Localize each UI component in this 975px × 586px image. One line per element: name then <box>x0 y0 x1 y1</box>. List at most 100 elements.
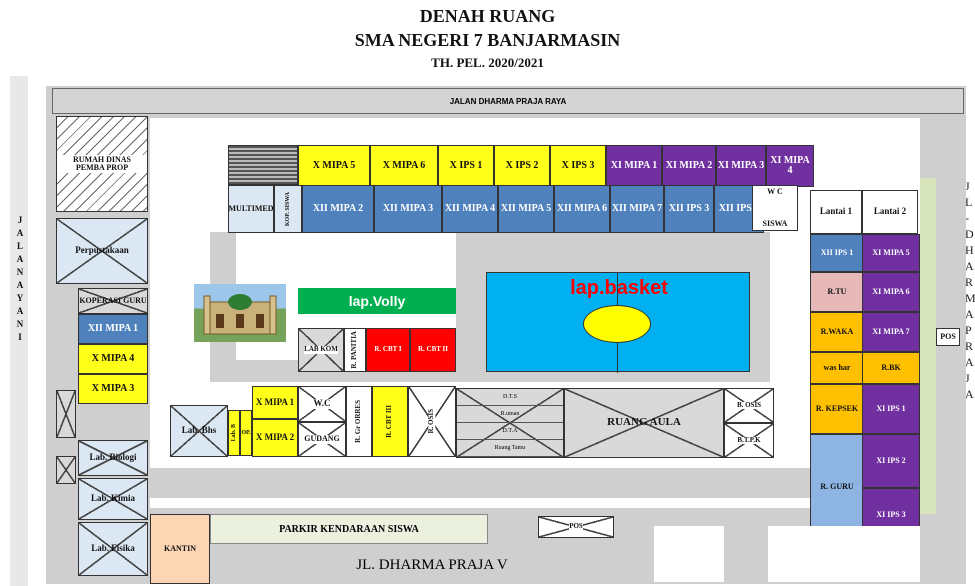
pos-right: POS <box>936 328 960 346</box>
road-letter: A <box>965 307 974 321</box>
op-label: OP. <box>241 429 251 436</box>
room-label: XII MIPA 5 <box>500 202 552 214</box>
room-label: X IPS 3 <box>561 159 595 171</box>
road-letter: I <box>18 332 22 342</box>
room-label: X MIPA 1 <box>255 396 295 407</box>
road-bottom-label: JL. DHARMA PRAJA V <box>356 556 508 573</box>
road-letter: R <box>965 275 974 289</box>
room-label: R. GURU <box>820 481 854 491</box>
cbt-label: R. CBT III <box>385 405 394 438</box>
kantin: KANTIN <box>150 514 210 584</box>
road-letter: N <box>16 319 24 329</box>
basket-label: lap.basket <box>570 277 668 299</box>
r-cbt-1: R. CBT I <box>366 328 410 372</box>
room-x-mipa-5: X MIPA 5 <box>298 145 370 187</box>
school-name: SMA NEGERI 7 BANJARMASIN <box>354 30 621 50</box>
room-label: XI IPS 3 <box>876 509 906 519</box>
green-strip <box>920 178 936 514</box>
road-letter: J <box>965 179 970 193</box>
gudang-label: GUDANG <box>304 434 340 444</box>
room-label: XI MIPA 3 <box>717 159 765 171</box>
lab-kimia: Lab. Kimia <box>78 478 148 520</box>
cbt-label: R. CBT I <box>374 345 402 354</box>
aula-small-d-t-s: D.T.S <box>457 389 563 406</box>
kantin-label: KANTIN <box>163 543 196 553</box>
small-storage <box>56 390 76 438</box>
road-letter: Y <box>16 293 24 303</box>
small-room-label: B. OSIS <box>736 400 762 410</box>
room-label: R.WAKA <box>820 326 854 336</box>
room-x-mipa-6: X MIPA 6 <box>370 145 438 187</box>
lab-label: Lab. Biologi <box>89 452 137 463</box>
road-letter: A <box>16 280 24 290</box>
room-xii-mipa-6: XII MIPA 6 <box>554 185 610 233</box>
room-label: XI MIPA 7 <box>872 326 910 336</box>
small-room-label: B.T.P.K <box>737 435 761 445</box>
room-label: X MIPA 6 <box>382 159 426 171</box>
room-label: XII IPS 3 <box>668 202 710 214</box>
lab-biologi: Lab. Biologi <box>78 440 148 476</box>
lantai2-r-bk: R.BK <box>862 352 920 384</box>
header-lantai-2: Lantai 2 <box>862 190 918 234</box>
room-x-mipa-3: X MIPA 3 <box>78 374 148 404</box>
lantai1-xii-ips-1: XII IPS 1 <box>810 234 864 272</box>
lantai1-r-guru: R. GURU <box>810 434 864 540</box>
r-cbt-2: R. CBT II <box>410 328 456 372</box>
road-letter: R <box>965 339 974 353</box>
room-x-mipa-2: X MIPA 2 <box>252 419 298 457</box>
title: DENAH RUANG <box>419 6 556 26</box>
road-letter: N <box>16 267 24 277</box>
room-label: X MIPA 5 <box>312 159 356 171</box>
aula-label: RUANG AULA <box>607 416 681 429</box>
cbt-label: R. CBT II <box>417 345 449 354</box>
header-label: Lantai 2 <box>873 206 907 217</box>
lantai1-r-kepsek: R. KEPSEK <box>810 384 864 434</box>
room-label: MULTIMED <box>228 203 274 213</box>
lantai2-xi-ips-1: XI IPS 1 <box>862 384 920 434</box>
lantai1-was-har: was har <box>810 352 864 384</box>
room-x-ips-2: X IPS 2 <box>494 145 550 187</box>
volly-label: lap.Volly <box>348 293 406 309</box>
road-letter: L <box>16 241 23 251</box>
r-cbt-3: R. CBT III <box>372 386 408 457</box>
room-label: XII IPS 2 <box>718 202 760 214</box>
perpustakaan-label: Perpustakaan <box>75 245 129 256</box>
lantai1-r-waka: R.WAKA <box>810 312 864 352</box>
road-letter: J <box>965 371 970 385</box>
room-label: R.TU <box>827 286 847 296</box>
room-label: XII MIPA 3 <box>382 202 434 214</box>
bottom-path <box>150 468 920 498</box>
room-multimed: MULTIMED <box>228 185 274 233</box>
lantai1-r-tu: R.TU <box>810 272 864 312</box>
room-xii-mipa-3: XII MIPA 3 <box>374 185 442 233</box>
lab-label: Lab. Fisika <box>91 543 135 554</box>
room-label: X MIPA 3 <box>91 382 135 394</box>
road-left <box>10 76 28 586</box>
room-label: R. KEPSEK <box>815 403 859 413</box>
rumah-dinas: RUMAH DINAS PEMBA PROP <box>56 116 148 212</box>
room-x-mipa-1: X MIPA 1 <box>252 386 298 419</box>
lantai2-xi-mipa-5: XI MIPA 5 <box>862 234 920 272</box>
road-letter: J <box>17 215 23 225</box>
lab-b-label: Lab. B <box>230 424 237 442</box>
gate-right <box>768 526 920 582</box>
wc-siswa: W C SISWA <box>752 185 798 231</box>
panitia-label: R. PANITIA <box>350 331 359 369</box>
road-letter: M <box>965 291 975 305</box>
room-xii-mipa-4: XII MIPA 4 <box>442 185 498 233</box>
lantai2-xi-mipa-6: XI MIPA 6 <box>862 272 920 312</box>
mosque-icon <box>203 294 277 335</box>
room-xii-mipa-7: XII MIPA 7 <box>610 185 664 233</box>
lab-kom: LAB KOM <box>298 328 344 372</box>
room-label: XII MIPA 7 <box>611 202 663 214</box>
room-label: XI MIPA 2 <box>665 159 713 171</box>
gudang: GUDANG <box>298 422 346 457</box>
room-label: XI MIPA 6 <box>872 286 910 296</box>
aula-small-d-t-a: D.T.A <box>457 423 563 440</box>
road-letter: L <box>965 195 973 209</box>
road-top: JALAN DHARMA PRAJA RAYA <box>52 88 964 114</box>
school-year: TH. PEL. 2020/2021 <box>431 55 544 70</box>
r-gr-orres: R. Gr ORRES <box>346 386 372 457</box>
